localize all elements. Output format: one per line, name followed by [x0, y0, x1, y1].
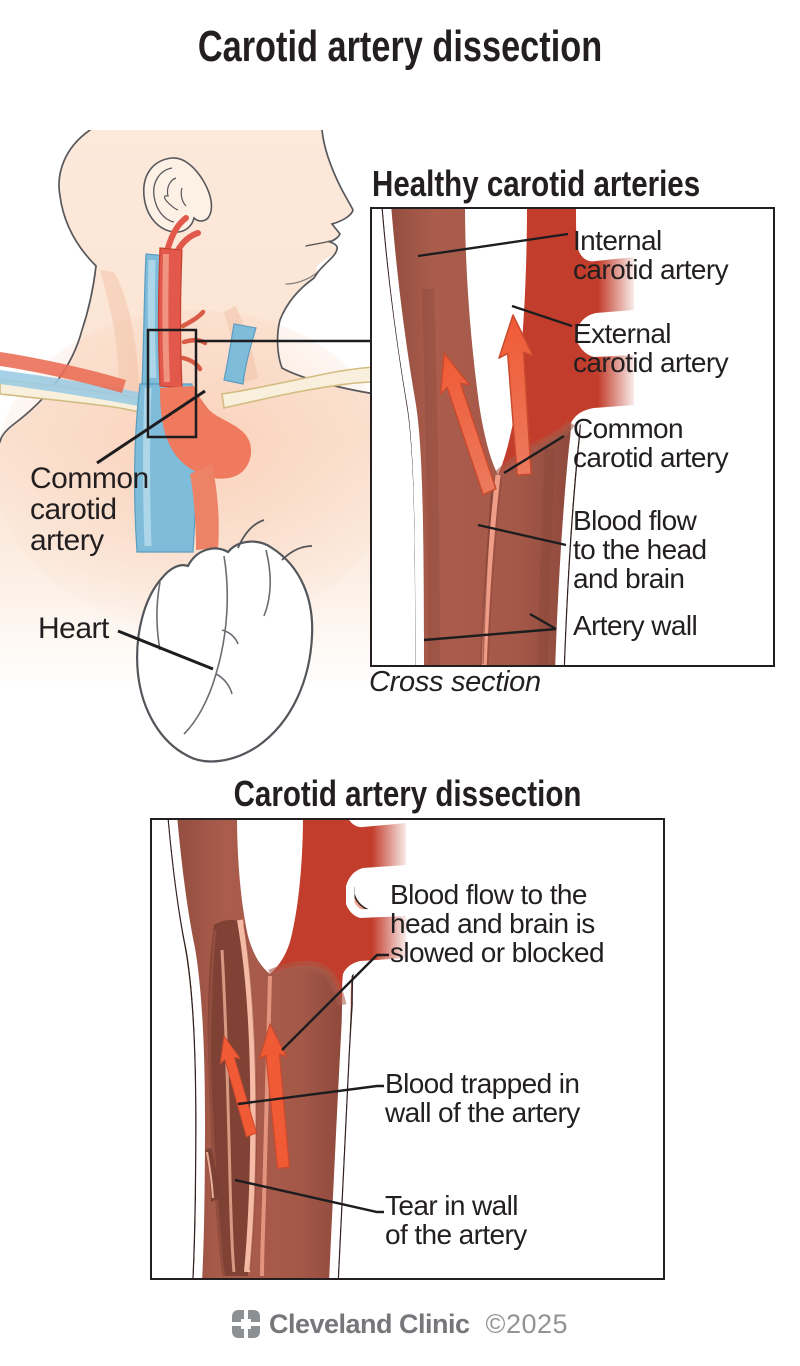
footer: Cleveland Clinic ©2025 — [0, 1304, 800, 1344]
blood-flow-arrows — [219, 1023, 290, 1169]
leader-line-tear — [234, 1178, 384, 1214]
pocket-lining-sliver — [220, 949, 236, 1273]
label-blood-flow-blocked: Blood flow to the head and brain is slow… — [390, 879, 605, 968]
healthy-arteries-panel: Internal carotid artery External carotid… — [370, 207, 775, 667]
subclavian-vein — [0, 370, 138, 406]
label-internal-carotid: Internal carotid artery — [573, 225, 729, 285]
healthy-leader-lines — [417, 232, 573, 642]
label-external-carotid: External carotid artery — [573, 318, 729, 378]
leader-line-heart — [117, 629, 214, 671]
right-fade — [372, 820, 410, 970]
leader-line-common-carotid — [96, 389, 206, 465]
carotid-artery-red — [157, 215, 252, 550]
healthy-artery-illustration — [381, 209, 643, 665]
subclavian-artery — [0, 352, 126, 393]
bifurcation-highlight-box — [146, 328, 198, 439]
trapped-blood-pocket — [207, 919, 254, 1276]
heart-illustration — [136, 519, 314, 763]
flap-edge-line — [243, 923, 258, 1271]
cross-section-caption: Cross section — [369, 666, 541, 698]
leader-line-internal — [417, 232, 569, 258]
interior-shading — [422, 288, 440, 665]
label-blood-trapped: Blood trapped in wall of the artery — [385, 1068, 580, 1128]
artery-seam — [260, 975, 272, 1277]
label-common-carotid-artery: Common carotid artery — [30, 462, 149, 557]
copyright-text: ©2025 — [485, 1308, 569, 1339]
lumen-blend — [268, 960, 347, 1006]
leader-line-artery-wall-long — [423, 627, 557, 642]
brand-name: Cleveland Clinic — [268, 1308, 470, 1339]
blood-flow-arrows — [440, 314, 534, 496]
right-fade — [598, 209, 638, 419]
label-artery-wall: Artery wall — [573, 610, 698, 641]
leader-line-common — [503, 434, 565, 475]
pocket-wavy-edge — [208, 929, 226, 1277]
person-neck-illustration — [0, 130, 375, 763]
ear-illustration — [143, 157, 213, 233]
leader-line-blocked — [281, 953, 389, 1051]
label-blood-flow: Blood flow to the head and brain — [573, 505, 707, 594]
tear-flap-tip — [206, 1151, 214, 1199]
dissection-panel: Blood flow to the head and brain is slow… — [150, 818, 665, 1280]
label-heart: Heart — [38, 612, 109, 645]
leader-line-blood-flow — [477, 523, 567, 547]
dissected-artery-illustration — [167, 820, 415, 1278]
cleveland-clinic-logo-icon — [231, 1310, 260, 1338]
healthy-section-heading: Healthy carotid arteries — [372, 163, 701, 204]
person-leader-lines — [96, 389, 214, 671]
lumen-blend — [494, 420, 575, 479]
label-common-carotid: Common carotid artery — [573, 413, 729, 473]
page-title: Carotid artery dissection — [197, 22, 603, 71]
interior-shading-right — [538, 448, 555, 665]
artery-interior — [391, 209, 571, 665]
leader-line-external — [511, 304, 573, 328]
dissection-leader-lines — [234, 953, 389, 1214]
dissection-flap — [237, 919, 257, 1273]
label-tear-in-wall: Tear in wall of the artery — [385, 1190, 527, 1250]
artery-seam — [479, 474, 503, 665]
leader-line-trapped — [237, 1084, 384, 1106]
dissection-section-heading: Carotid artery dissection — [233, 773, 582, 814]
leader-line-artery-wall-short — [529, 612, 557, 631]
